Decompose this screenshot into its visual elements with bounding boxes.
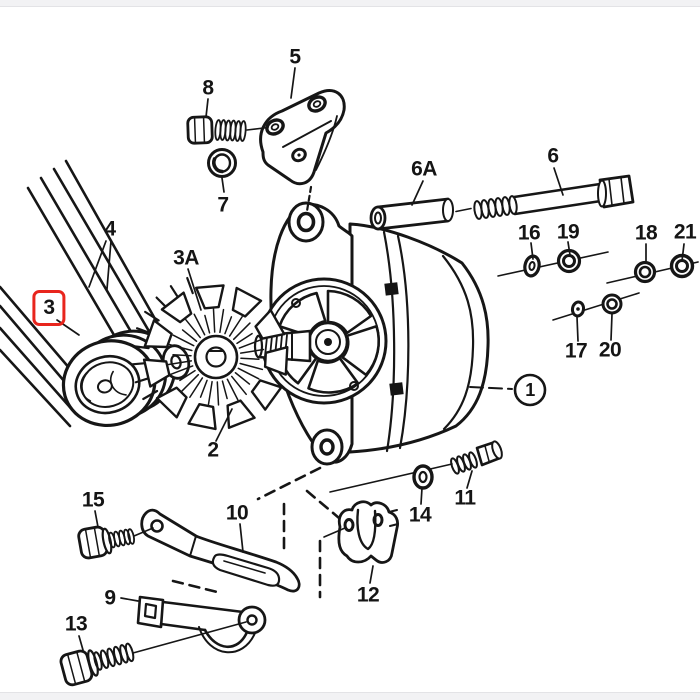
part-label-16[interactable]: 16: [517, 221, 541, 245]
nut7-drawing: [207, 148, 237, 178]
spacer6a-drawing: [369, 197, 472, 231]
bracket5-drawing: [259, 89, 346, 213]
part-label-15[interactable]: 15: [81, 488, 105, 512]
bolt6-drawing: [473, 174, 635, 220]
clamp12-drawing: [323, 500, 399, 564]
bolt13-drawing: [59, 621, 247, 687]
part-label-10[interactable]: 10: [225, 501, 249, 525]
part-label-6A[interactable]: 6A: [411, 157, 437, 181]
alternator-drawing: [253, 201, 490, 466]
hardware-16-19-drawing: [497, 248, 609, 278]
part-label-12[interactable]: 12: [356, 583, 380, 607]
bottom-chrome-strip: [0, 692, 700, 700]
bolt15-drawing: [77, 525, 154, 560]
part-label-4[interactable]: 4: [104, 217, 116, 241]
bolt8-drawing: [186, 115, 269, 145]
strap9-drawing: [136, 595, 267, 654]
part-label-20[interactable]: 20: [598, 338, 622, 362]
part-label-5[interactable]: 5: [289, 45, 301, 69]
arm10-drawing: [140, 508, 301, 593]
part-label-7[interactable]: 7: [217, 193, 229, 217]
top-chrome-strip: [0, 0, 700, 7]
part-label-17[interactable]: 17: [564, 339, 588, 363]
part-label-19[interactable]: 19: [556, 220, 580, 244]
washer14-bolt11-drawing: [329, 440, 503, 493]
part-label-3A[interactable]: 3A: [173, 246, 199, 270]
part-label-3-selected[interactable]: 3: [32, 290, 66, 326]
part-label-14[interactable]: 14: [408, 503, 432, 527]
part-label-9[interactable]: 9: [104, 586, 116, 610]
fan-drawing: [131, 276, 289, 431]
part-label-6[interactable]: 6: [547, 144, 559, 168]
part-label-18[interactable]: 18: [634, 221, 658, 245]
assembly-dashed-lines: [171, 466, 341, 599]
pulley-drawing: [61, 329, 177, 428]
callout1-circle: [469, 373, 547, 407]
leader-lines: [56, 67, 685, 651]
part-label-8[interactable]: 8: [202, 76, 214, 100]
part-label-2[interactable]: 2: [207, 438, 219, 462]
hardware-17-20-drawing: [552, 292, 640, 321]
part-label-1[interactable]: 1: [525, 380, 535, 400]
part-label-21[interactable]: 21: [673, 220, 697, 244]
part-label-13[interactable]: 13: [64, 612, 88, 636]
part-label-11[interactable]: 11: [454, 486, 476, 510]
hardware-18-21-drawing: [606, 253, 699, 284]
